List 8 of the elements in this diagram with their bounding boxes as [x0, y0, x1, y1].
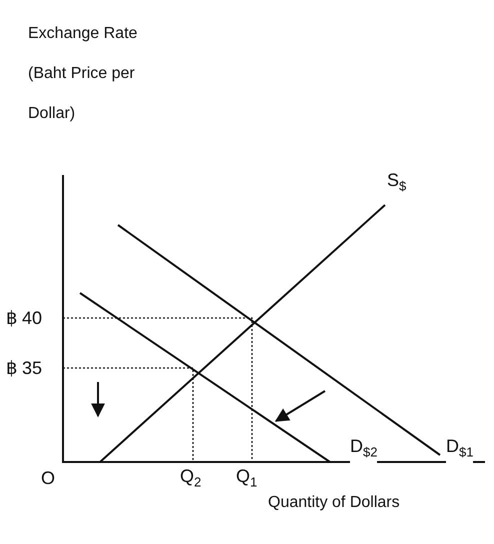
tick-label: Q$_{1}$ — [236, 466, 258, 490]
tick-label: ฿ 35 — [6, 357, 42, 379]
tick-label: Q$_{2}$ — [180, 466, 202, 490]
axis-title: Exchange Rate (Baht Price per Dollar) — [28, 24, 138, 124]
curve-label: S$_{$}$ — [387, 170, 406, 194]
tick-label: ฿ 40 — [6, 307, 42, 329]
axis-title: Quantity of Dollars — [268, 494, 400, 512]
origin-label: O — [41, 468, 56, 489]
